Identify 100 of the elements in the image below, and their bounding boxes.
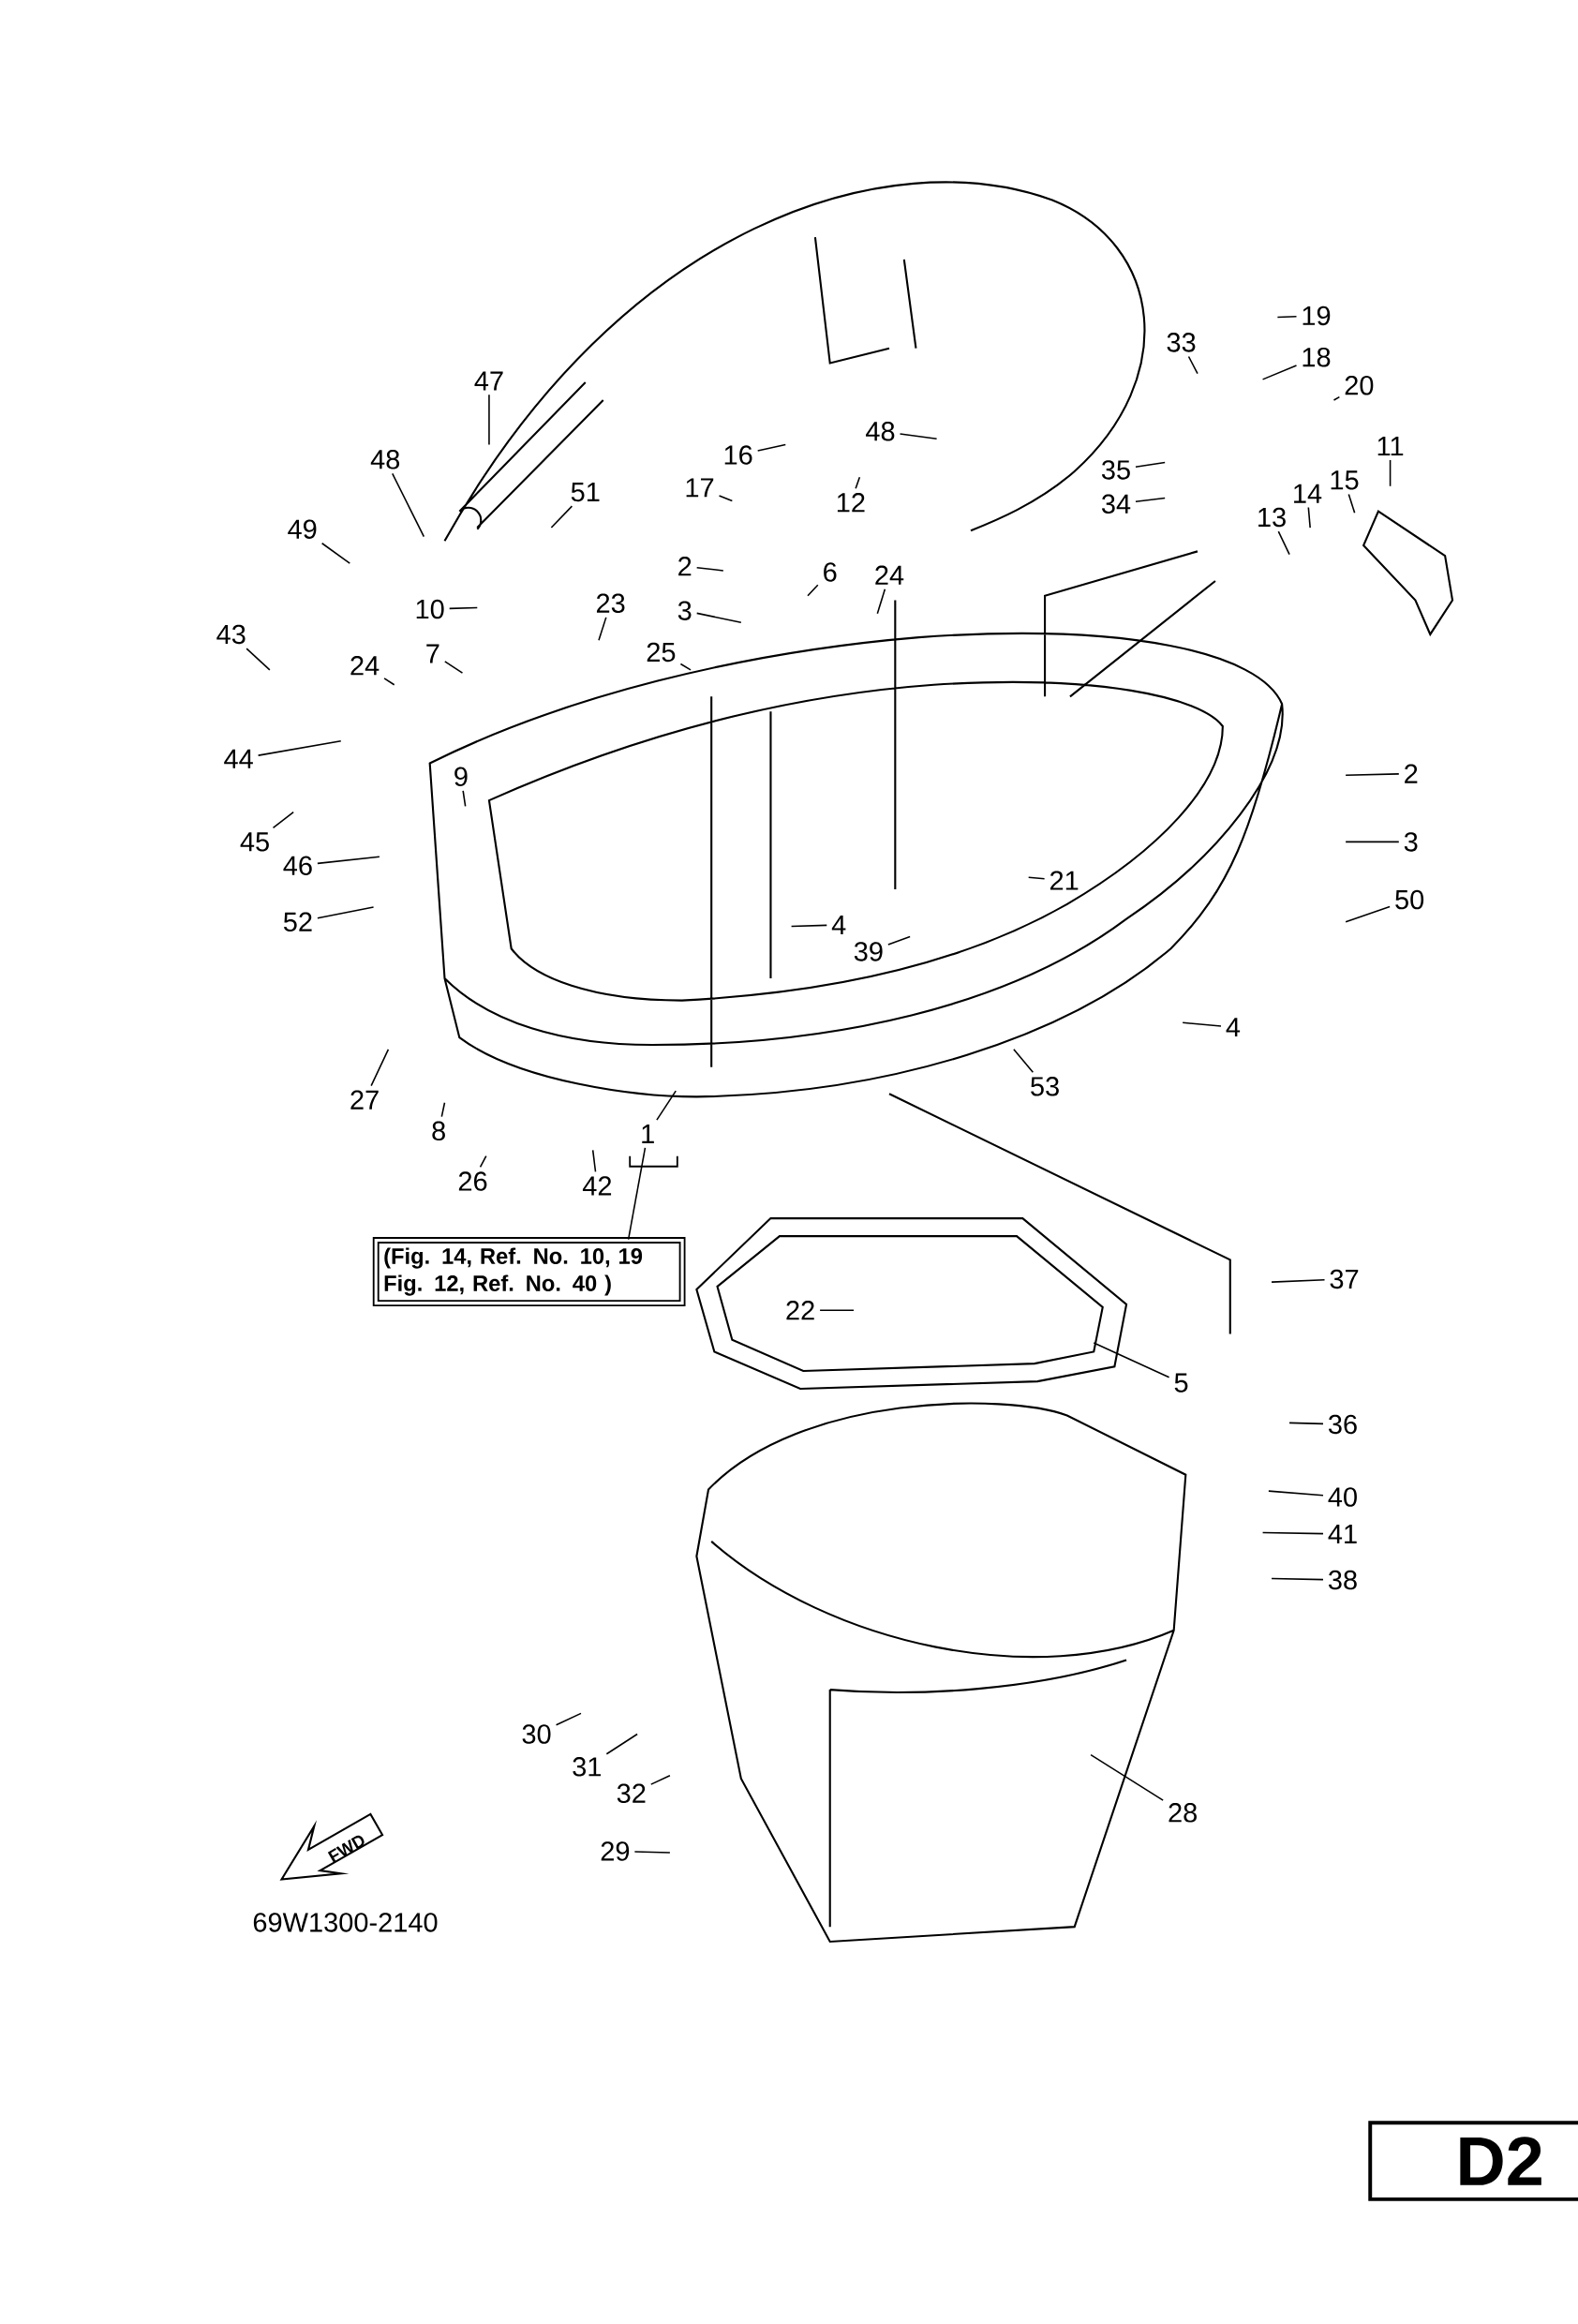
- callout-number: 35: [1101, 460, 1130, 480]
- leader-line: [876, 588, 886, 615]
- page-code-box: D2: [1368, 2121, 1578, 2201]
- callout-number: 18: [1303, 347, 1331, 367]
- callout-number: 3: [1404, 832, 1418, 852]
- callout-number: 40: [1328, 1487, 1357, 1507]
- leader-line: [1276, 315, 1298, 319]
- callout-number: 53: [1030, 1077, 1059, 1096]
- callout-number: 51: [571, 483, 600, 502]
- leader-line: [605, 1733, 638, 1755]
- leader-line: [1182, 1021, 1222, 1027]
- callout-number: 16: [724, 445, 752, 465]
- callout-number: 49: [287, 519, 317, 539]
- callout-number: 22: [786, 1301, 814, 1320]
- leader-line: [1332, 395, 1340, 401]
- leader-line: [1345, 773, 1400, 776]
- callout-number: 5: [1174, 1373, 1188, 1393]
- leader-line: [391, 472, 424, 538]
- callout-number: 25: [647, 642, 676, 663]
- callout-number: 33: [1167, 333, 1196, 352]
- callout-number: 38: [1328, 1570, 1357, 1590]
- leader-line: [819, 1309, 855, 1311]
- callout-number: 27: [350, 1090, 379, 1110]
- leader-line: [272, 811, 294, 829]
- leader-line: [790, 924, 827, 928]
- callout-number: 17: [686, 478, 713, 498]
- leader-line: [1012, 1049, 1034, 1073]
- leader-line: [320, 542, 350, 564]
- leader-line: [257, 740, 342, 756]
- leader-line: [479, 1155, 487, 1169]
- callout-number: 12: [837, 493, 865, 513]
- leader-line: [487, 394, 490, 446]
- callout-number: 43: [216, 624, 246, 645]
- leader-line: [1389, 459, 1392, 487]
- callout-number: 21: [1050, 871, 1079, 890]
- callout-number: 8: [432, 1121, 445, 1141]
- leader-line: [1187, 355, 1198, 375]
- leader-line: [633, 1851, 671, 1854]
- callout-number: 46: [283, 856, 312, 875]
- leader-line: [316, 856, 380, 865]
- leader-line: [448, 606, 478, 610]
- callout-number: 50: [1394, 889, 1423, 910]
- drawing-number: 69W1300-2140: [253, 1913, 438, 1932]
- leader-line: [1261, 1531, 1324, 1535]
- leader-line: [649, 1775, 671, 1785]
- callout-number: 41: [1328, 1525, 1357, 1543]
- callout-number: 47: [474, 371, 503, 391]
- callout-number: 24: [875, 565, 903, 585]
- leader-line: [1134, 461, 1166, 468]
- leader-line: [695, 612, 742, 624]
- callout-number: 4: [831, 916, 846, 934]
- callout-number: 36: [1328, 1414, 1357, 1435]
- leader-line: [1307, 506, 1311, 529]
- callout-number: 15: [1331, 470, 1359, 490]
- callout-number: 52: [283, 912, 312, 932]
- callout-number: 4: [1226, 1018, 1240, 1037]
- leader-line: [591, 1149, 597, 1173]
- leader-line: [598, 617, 607, 642]
- leader-line: [855, 476, 860, 489]
- callout-number: 48: [370, 450, 399, 469]
- callout-number: 10: [416, 599, 444, 619]
- leader-line: [627, 1147, 647, 1241]
- leader-line: [718, 495, 733, 502]
- callout-number: 14: [1293, 484, 1322, 503]
- callout-number: 20: [1345, 376, 1374, 395]
- callout-number: 30: [522, 1724, 551, 1744]
- callout-number: 37: [1330, 1269, 1358, 1289]
- callout-number: 26: [458, 1171, 487, 1191]
- leader-line: [1261, 365, 1298, 380]
- callout-number: 45: [240, 832, 269, 852]
- leader-line: [1093, 1342, 1170, 1378]
- callout-number: 28: [1169, 1803, 1197, 1823]
- leader-line: [555, 1712, 582, 1726]
- leader-line: [1267, 1490, 1324, 1497]
- arrow-label: FWD: [327, 1835, 365, 1863]
- callout-number: 9: [454, 767, 468, 787]
- leader-line: [899, 433, 938, 439]
- leader-line: [1271, 1577, 1324, 1581]
- leader-line: [1271, 1279, 1326, 1283]
- callout-number: 11: [1377, 437, 1403, 456]
- callout-number: 44: [223, 749, 253, 768]
- leader-line: [1277, 530, 1290, 556]
- leader-line: [807, 584, 819, 597]
- leader-line: [550, 505, 573, 529]
- leader-line: [370, 1049, 389, 1087]
- callout-number: 32: [617, 1783, 646, 1804]
- leader-line: [756, 443, 786, 452]
- leader-line: [695, 566, 724, 572]
- callout-number: 39: [854, 942, 883, 961]
- leader-line: [1288, 1422, 1324, 1425]
- leader-line: [462, 790, 467, 808]
- leader-line: [679, 663, 692, 671]
- callout-number: 23: [596, 593, 625, 613]
- leader-line: [1027, 876, 1046, 880]
- leader-line: [655, 1090, 677, 1121]
- callout-number: 34: [1101, 494, 1130, 514]
- reference-box: (Fig. 14, Ref. No. 10, 19 Fig. 12, Ref. No. 40 ): [372, 1237, 686, 1306]
- leader-line: [440, 1101, 446, 1118]
- callout-number: 2: [1404, 764, 1418, 783]
- leader-line: [1347, 493, 1356, 514]
